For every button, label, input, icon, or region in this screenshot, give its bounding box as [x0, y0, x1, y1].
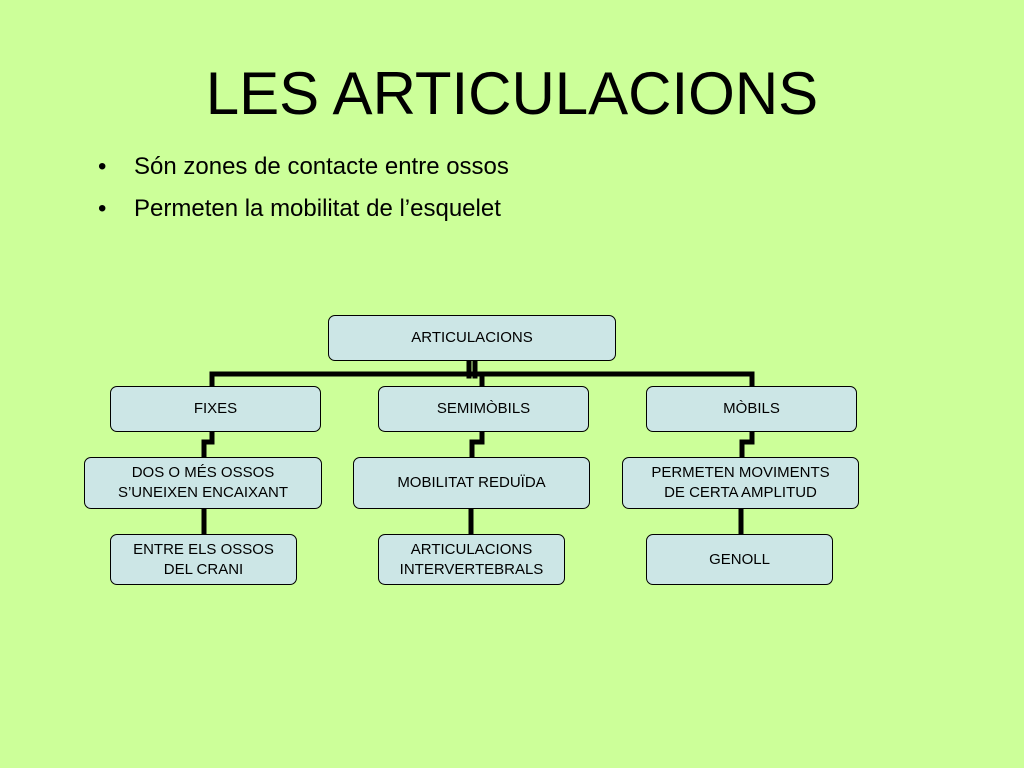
node-semimobils-example: ARTICULACIONS INTERVERTEBRALS — [378, 534, 565, 585]
bullet-icon: • — [98, 195, 107, 222]
bullet-item: • Són zones de contacte entre ossos — [98, 146, 509, 188]
node-mobils: MÒBILS — [646, 386, 857, 432]
bullet-item: • Permeten la mobilitat de l’esquelet — [98, 188, 509, 230]
slide-title: LES ARTICULACIONS — [205, 60, 819, 127]
node-root: ARTICULACIONS — [328, 315, 616, 361]
connector-mobils-desc — [739, 429, 755, 461]
node-semimobils-description: MOBILITAT REDUÏDA — [353, 457, 590, 509]
node-semimobils: SEMIMÒBILS — [378, 386, 589, 432]
bullet-icon: • — [98, 153, 107, 180]
bullet-list: • Són zones de contacte entre ossos • Pe… — [98, 146, 509, 230]
node-fixes: FIXES — [110, 386, 321, 432]
node-mobils-example: GENOLL — [646, 534, 833, 585]
node-mobils-description: PERMETEN MOVIMENTS DE CERTA AMPLITUD — [622, 457, 859, 509]
bullet-text: Permeten la mobilitat de l’esquelet — [134, 195, 501, 222]
bullet-text: Són zones de contacte entre ossos — [134, 153, 509, 180]
connector-semimobils-desc — [469, 429, 485, 461]
connector-fixes-desc — [201, 429, 215, 461]
node-fixes-example: ENTRE ELS OSSOS DEL CRANI — [110, 534, 297, 585]
node-fixes-description: DOS O MÉS OSSOS S’UNEIXEN ENCAIXANT — [84, 457, 322, 509]
